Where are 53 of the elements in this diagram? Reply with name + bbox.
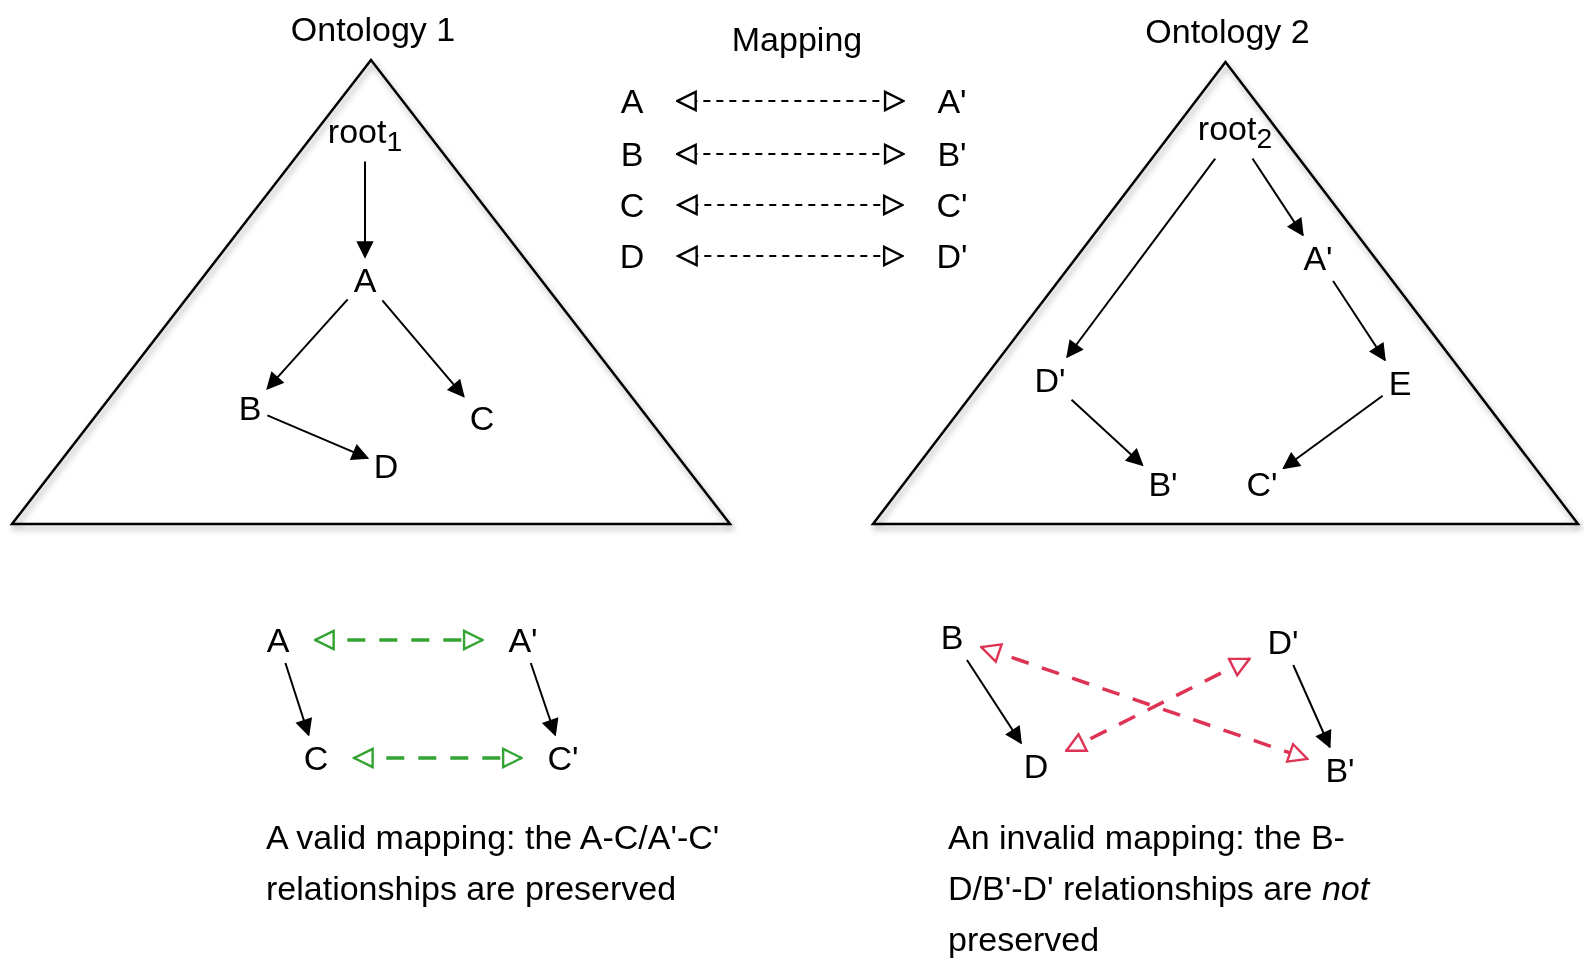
mapping-arrow bbox=[353, 747, 523, 769]
node-label: A' bbox=[508, 623, 538, 657]
node-label: D bbox=[619, 239, 645, 273]
arrow bbox=[381, 299, 465, 398]
node-label: C bbox=[619, 188, 645, 222]
node-label: C bbox=[303, 741, 329, 775]
mapping-arrow bbox=[676, 90, 905, 112]
mapping-arrow bbox=[677, 194, 904, 216]
node-label: C' bbox=[547, 741, 579, 775]
mapping-arrow bbox=[676, 143, 905, 165]
arrow bbox=[356, 160, 374, 258]
mapping-arrow bbox=[314, 629, 484, 651]
heading: Ontology 1 bbox=[290, 12, 456, 46]
node-label: B bbox=[238, 391, 262, 425]
node-label: C' bbox=[1246, 467, 1278, 501]
arrow bbox=[966, 659, 1022, 744]
node-label: B bbox=[620, 137, 644, 171]
node-label: B' bbox=[937, 137, 967, 171]
node-label: D' bbox=[936, 239, 968, 273]
node-label: B' bbox=[1148, 467, 1178, 501]
heading: Ontology 2 bbox=[1145, 14, 1310, 48]
node-label: D bbox=[1023, 749, 1049, 783]
node-label: root$_{1}$ bbox=[327, 114, 403, 156]
node-label: A bbox=[620, 84, 644, 118]
arrow bbox=[529, 662, 559, 736]
mapping-arrow bbox=[980, 643, 1309, 763]
node-label: B' bbox=[1325, 753, 1355, 787]
arrow bbox=[1066, 157, 1217, 358]
node-label: A bbox=[353, 263, 377, 297]
heading: Mapping bbox=[731, 19, 863, 60]
caption: An invalid mapping: the B-D/B'-D' relationships are not preserved bbox=[948, 817, 1372, 960]
node-label: D' bbox=[1267, 625, 1299, 659]
node-label: E bbox=[1388, 366, 1412, 400]
arrow bbox=[1332, 280, 1386, 361]
arrow bbox=[284, 662, 312, 736]
node-label: A bbox=[266, 623, 290, 657]
arrow bbox=[1292, 664, 1332, 748]
arrow bbox=[1070, 398, 1144, 467]
arrow bbox=[1282, 394, 1384, 470]
arrow bbox=[266, 414, 369, 460]
node-label: C' bbox=[936, 188, 968, 222]
node-label: B bbox=[940, 620, 964, 654]
node-label: root$_{2}$ bbox=[1197, 111, 1273, 153]
caption: A valid mapping: the A-C/A'-C' relationships are preserved bbox=[266, 817, 721, 909]
node-label: C bbox=[469, 401, 495, 435]
node-label: A' bbox=[937, 84, 967, 118]
arrow bbox=[266, 298, 349, 390]
node-label: D bbox=[373, 449, 399, 483]
node-label: A' bbox=[1303, 241, 1333, 275]
node-label: D' bbox=[1034, 363, 1066, 397]
mapping-arrow bbox=[1065, 657, 1251, 753]
mapping-arrow bbox=[677, 245, 904, 267]
arrow bbox=[1251, 157, 1304, 236]
